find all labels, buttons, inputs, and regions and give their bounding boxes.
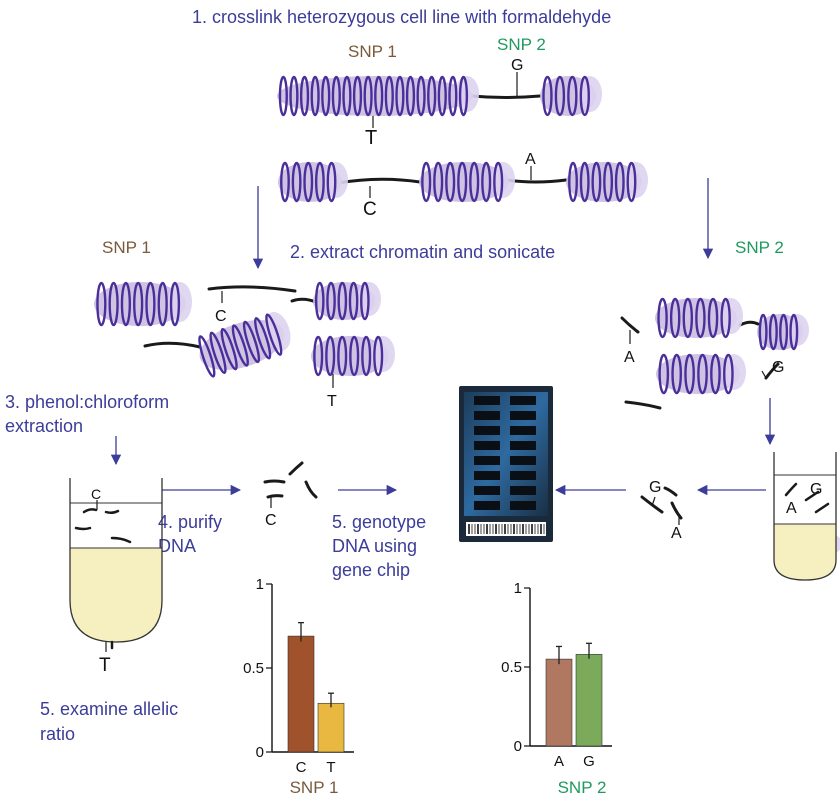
allele-g-tube-right: G <box>810 481 822 498</box>
y-tick-label: 1 <box>256 576 264 593</box>
chip-cell <box>510 441 536 450</box>
step-4-text-line2: DNA <box>158 536 196 556</box>
chart-title: SNP 2 <box>558 778 607 797</box>
chip-cells <box>474 396 536 510</box>
flow-arrows <box>110 178 776 496</box>
step-3-text-line2: extraction <box>5 416 83 436</box>
chip-cell <box>474 411 500 420</box>
nucleosome-frag-2 <box>313 281 381 321</box>
allele-a-tube-right: A <box>786 500 797 517</box>
allele-t-tube-left: T <box>99 655 111 676</box>
allele-a-mid: A <box>525 151 536 168</box>
chip-cell <box>510 456 536 465</box>
step-6-text-line2: ratio <box>40 724 75 744</box>
chip-cell <box>510 501 536 510</box>
bar-t <box>317 702 345 753</box>
step-5-text-line2: DNA using <box>332 536 417 556</box>
allele-c-fragment: C <box>215 308 227 325</box>
allele-g-fragment: G <box>772 359 784 376</box>
chip-cell <box>510 426 536 435</box>
snp2-label-top: SNP 2 <box>497 35 546 54</box>
allele-c-tube-left: C <box>91 486 101 502</box>
allele-c-mid: C <box>363 199 377 220</box>
nucleosome-mid-center <box>419 161 515 203</box>
nucleosome-frag-3 <box>198 311 291 378</box>
y-tick-label: 1 <box>514 580 522 597</box>
x-tick-label: G <box>583 753 595 770</box>
allele-t-fragment: T <box>327 393 337 410</box>
chart-title: SNP 1 <box>290 778 339 797</box>
chip-cell <box>474 471 500 480</box>
step-6-text-line1: 5. examine allelic <box>40 699 178 719</box>
chip-cell <box>474 426 500 435</box>
snp1-label-left: SNP 1 <box>102 238 151 257</box>
nucleosome-top-right <box>540 75 602 117</box>
nucleosome-frag-5 <box>655 297 743 339</box>
allele-g-purified: G <box>649 479 661 496</box>
chart-snp1: 0 0.5 1C T SNP 1 <box>243 576 354 797</box>
chip-cell <box>474 456 500 465</box>
step-1-text: 1. crosslink heterozygous cell line with… <box>192 7 611 27</box>
step-5-text-line3: gene chip <box>332 560 410 580</box>
chip-cell <box>474 501 500 510</box>
chip-cell <box>474 396 500 405</box>
tube-left <box>69 478 163 650</box>
y-tick-label: 0.5 <box>243 660 264 677</box>
chip-cell <box>510 396 536 405</box>
x-tick-label: C <box>296 759 307 776</box>
step-5-text-line1: 5. genotype <box>332 512 426 532</box>
chip-barcode <box>468 524 545 534</box>
chart-snp2: 0 0.5 1A G SNP 2 <box>501 580 612 797</box>
x-tick-label: T <box>326 759 335 776</box>
nucleosome-frag-4 <box>311 335 395 377</box>
chip-cell <box>510 411 536 420</box>
bar-c <box>287 635 315 753</box>
allele-g-top: G <box>511 57 523 74</box>
allele-t-top: T <box>365 127 377 149</box>
allele-a-fragment: A <box>624 349 635 366</box>
x-tick-label: A <box>554 753 564 770</box>
chip-cell <box>510 486 536 495</box>
step-4-text-line1: 4. purify <box>158 512 222 532</box>
nucleosome-mid-left <box>278 161 348 203</box>
chip-cell <box>474 486 500 495</box>
snp2-label-right: SNP 2 <box>735 238 784 257</box>
chip-cell <box>474 441 500 450</box>
nucleosome-top-long <box>277 75 479 117</box>
chip-cell <box>510 471 536 480</box>
nucleosome-frag-7 <box>656 353 746 395</box>
allele-c-purified: C <box>265 512 277 529</box>
nucleosome-frag-1 <box>94 281 192 327</box>
gene-chip <box>459 386 553 542</box>
tube-right <box>773 452 837 581</box>
snp-ticks <box>96 72 767 652</box>
snp1-label-top: SNP 1 <box>348 42 397 61</box>
step-2-text: 2. extract chromatin and sonicate <box>290 242 555 262</box>
y-tick-label: 0.5 <box>501 659 522 676</box>
nucleosome-mid-right <box>566 161 648 203</box>
bar-g <box>575 654 603 747</box>
allele-a-purified: A <box>671 525 682 542</box>
nucleosome-frag-6 <box>757 313 809 351</box>
bar-a <box>545 658 573 747</box>
step-3-text-line1: 3. phenol:chloroform <box>5 392 169 412</box>
y-tick-label: 0 <box>256 744 264 761</box>
y-tick-label: 0 <box>514 738 522 755</box>
